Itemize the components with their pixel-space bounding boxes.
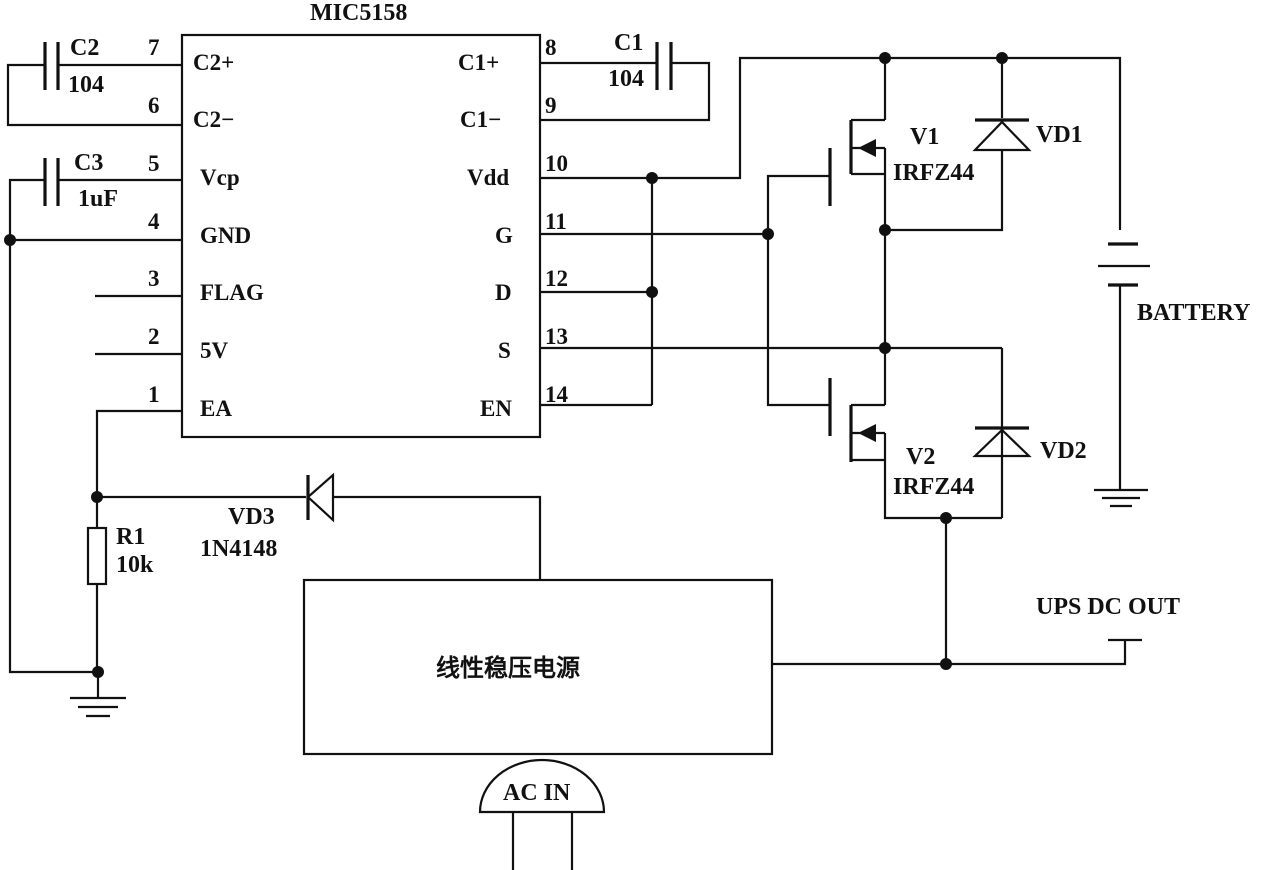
ac-in-plug: AC IN bbox=[478, 758, 606, 870]
pin-label-vdd: Vdd bbox=[467, 165, 509, 190]
ac-in-label: AC IN bbox=[503, 780, 571, 806]
pin-label-c1plus: C1+ bbox=[458, 50, 499, 75]
pin-label-d: D bbox=[495, 280, 512, 305]
ground-symbol bbox=[70, 672, 126, 718]
r1-ref: R1 bbox=[116, 524, 145, 550]
pin-num-5: 5 bbox=[148, 151, 160, 176]
vd3-ref: VD3 bbox=[228, 504, 275, 530]
ea-net bbox=[91, 409, 182, 503]
pin-num-4: 4 bbox=[148, 209, 160, 234]
pin-label-ea: EA bbox=[200, 396, 232, 421]
battery-label: BATTERY bbox=[1137, 300, 1250, 326]
diode-vd1: VD1 bbox=[885, 58, 1083, 232]
diode-vd3: VD3 1N4148 bbox=[97, 472, 542, 580]
ups-out-label: UPS DC OUT bbox=[1036, 594, 1180, 620]
diode-vd2: VD2 bbox=[972, 426, 1087, 464]
pin-num-6: 6 bbox=[148, 93, 160, 118]
v1-ref: V1 bbox=[910, 124, 939, 150]
pin-num-2: 2 bbox=[148, 324, 160, 349]
c2-ref: C2 bbox=[70, 35, 99, 61]
pin-num-9: 9 bbox=[545, 93, 557, 118]
v1-value: IRFZ44 bbox=[893, 160, 974, 186]
vd3-value: 1N4148 bbox=[200, 536, 277, 562]
mosfet-v1: V1 IRFZ44 bbox=[828, 58, 974, 348]
pin-label-c2plus: C2+ bbox=[193, 50, 234, 75]
resistor-r1: R1 10k bbox=[86, 497, 154, 678]
mosfet-v2: V2 IRFZ44 bbox=[828, 348, 1002, 524]
battery: BATTERY bbox=[1094, 242, 1250, 508]
gate-net bbox=[540, 174, 830, 407]
pin-label-5v: 5V bbox=[200, 338, 229, 363]
r1-value: 10k bbox=[116, 552, 154, 578]
output-net: UPS DC OUT bbox=[772, 518, 1180, 670]
pin-num-13: 13 bbox=[545, 324, 568, 349]
pin-num-3: 3 bbox=[148, 266, 160, 291]
linear-psu-block: 线性稳压电源 bbox=[302, 578, 774, 756]
pin-num-10: 10 bbox=[545, 151, 568, 176]
pin-num-12: 12 bbox=[545, 266, 568, 291]
pin-num-11: 11 bbox=[545, 209, 567, 234]
pin-num-7: 7 bbox=[148, 35, 160, 60]
gnd-net bbox=[4, 234, 182, 674]
c2-value: 104 bbox=[68, 72, 104, 98]
pin-num-14: 14 bbox=[545, 382, 569, 407]
c3-value: 1uF bbox=[78, 186, 118, 212]
pin-label-flag: FLAG bbox=[200, 280, 264, 305]
pin-label-c1minus: C1− bbox=[460, 107, 501, 132]
vdd-net bbox=[540, 52, 1122, 405]
pin-label-g: G bbox=[495, 223, 513, 248]
v2-ref: V2 bbox=[906, 444, 935, 470]
c1-ref: C1 bbox=[614, 30, 643, 56]
c1-value: 104 bbox=[608, 66, 644, 92]
vd2-ref: VD2 bbox=[1040, 438, 1087, 464]
ic-name: MIC5158 bbox=[310, 0, 407, 26]
pin-num-1: 1 bbox=[148, 382, 160, 407]
pin-label-gnd: GND bbox=[200, 223, 251, 248]
capacitor-c1: C1 104 bbox=[540, 30, 711, 122]
capacitor-c2: C2 104 bbox=[6, 35, 182, 127]
psu-label: 线性稳压电源 bbox=[436, 654, 580, 682]
vd1-ref: VD1 bbox=[1036, 122, 1083, 148]
ic-mic5158: MIC5158 C2+ C2− Vcp GND FLAG 5V EA 7 6 5… bbox=[148, 0, 569, 439]
pin-label-c2minus: C2− bbox=[193, 107, 234, 132]
pin-label-en: EN bbox=[480, 396, 512, 421]
c3-ref: C3 bbox=[74, 150, 103, 176]
pin-label-s: S bbox=[498, 338, 511, 363]
v2-value: IRFZ44 bbox=[893, 474, 974, 500]
pin-label-vcp: Vcp bbox=[200, 165, 240, 190]
capacitor-c3: C3 1uF bbox=[8, 150, 182, 240]
pin-num-8: 8 bbox=[545, 35, 557, 60]
